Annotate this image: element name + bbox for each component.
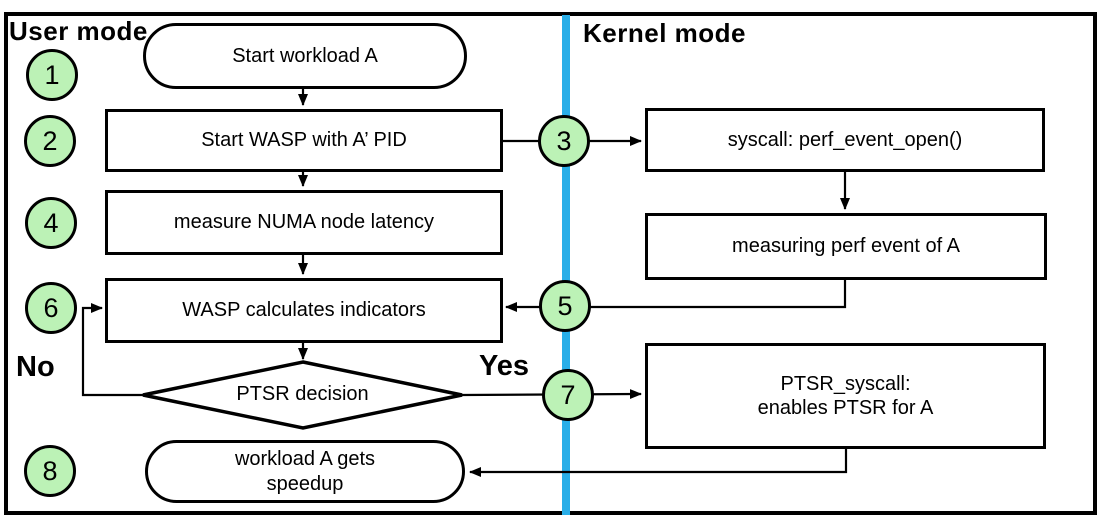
outer-border <box>4 12 1097 515</box>
step-circle-2: 2 <box>24 115 76 167</box>
node-start-workload-label: Start workload A <box>232 44 378 67</box>
step-circle-5: 5 <box>539 280 591 332</box>
kernel-mode-label: Kernel mode <box>583 18 746 48</box>
edge-decision-no-to-calc <box>81 303 143 397</box>
step-circle-6: 6 <box>25 282 77 334</box>
node-ptsr-syscall-line1: PTSR_syscall: <box>780 372 911 395</box>
step-circle-7: 7 <box>542 369 594 421</box>
mode-divider-line <box>562 15 570 515</box>
no-branch-label: No <box>16 351 55 383</box>
node-wasp-calculates: WASP calculates indicators <box>105 278 503 343</box>
node-measuring-perf-label: measuring perf event of A <box>732 235 960 258</box>
node-wasp-calculates-label: WASP calculates indicators <box>182 299 426 322</box>
node-measure-numa: measure NUMA node latency <box>105 190 503 255</box>
decision-diamond <box>142 360 463 430</box>
node-ptsr-syscall: PTSR_syscall: enables PTSR for A <box>645 343 1046 449</box>
step-circle-4: 4 <box>25 197 77 249</box>
node-start-wasp: Start WASP with A’ PID <box>105 109 503 172</box>
node-workload-speedup-line2: speedup <box>266 472 344 495</box>
node-syscall-open: syscall: perf_event_open() <box>645 108 1045 172</box>
step-circle-8: 8 <box>24 445 76 497</box>
node-workload-speedup: workload A gets speedup <box>145 440 465 503</box>
node-workload-speedup-line1: workload A gets <box>234 448 376 471</box>
node-ptsr-syscall-line2: enables PTSR for A <box>757 397 934 419</box>
step-circle-1: 1 <box>26 49 78 101</box>
user-mode-label: User mode <box>9 16 148 46</box>
node-start-wasp-label: Start WASP with A’ PID <box>201 129 407 152</box>
yes-branch-label: Yes <box>479 350 529 382</box>
node-measuring-perf: measuring perf event of A <box>645 213 1047 280</box>
edge-measuring-to-calc <box>505 280 847 312</box>
edge-ptsr-to-speedup <box>469 449 848 477</box>
node-ptsr-decision-label: PTSR decision <box>236 383 369 405</box>
node-start-workload: Start workload A <box>143 23 467 89</box>
node-syscall-open-label: syscall: perf_event_open() <box>727 128 963 151</box>
node-measure-numa-label: measure NUMA node latency <box>173 211 435 234</box>
step-circle-3: 3 <box>538 115 590 167</box>
